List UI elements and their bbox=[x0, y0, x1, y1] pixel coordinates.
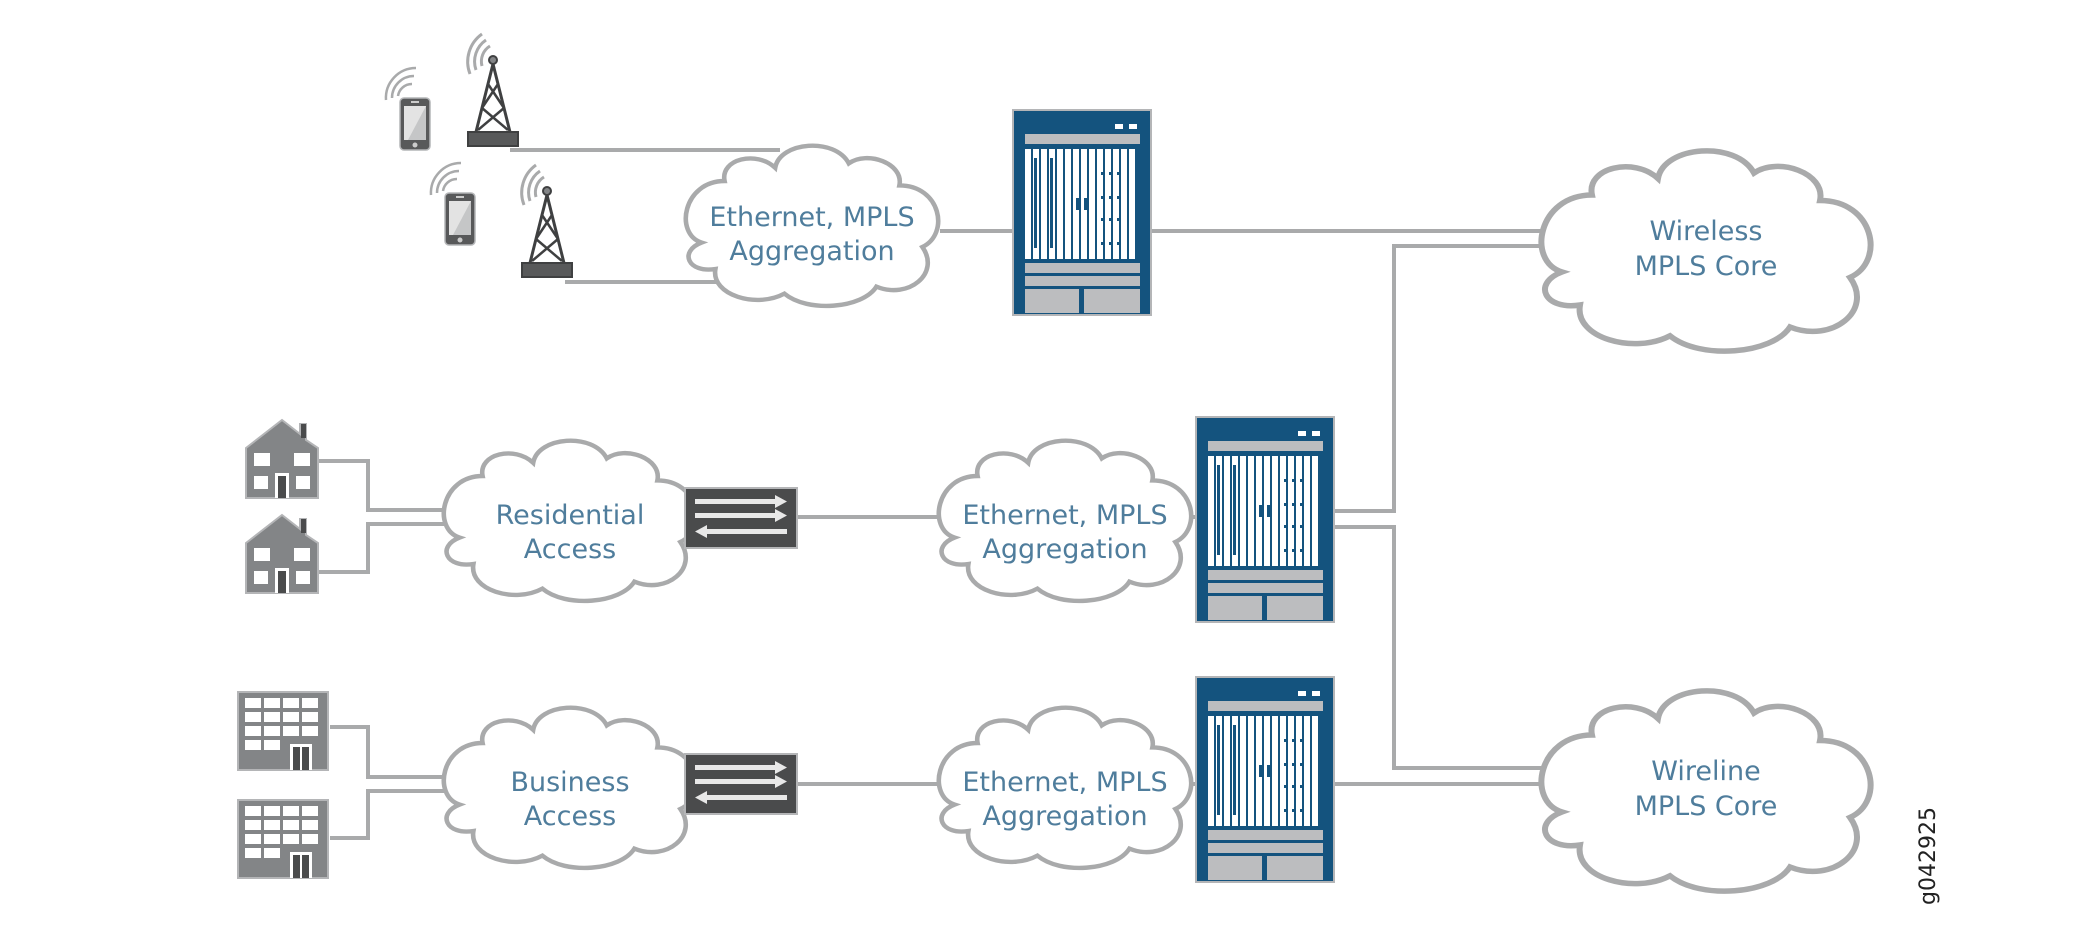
cloud-label-line1: Ethernet, MPLS bbox=[962, 500, 1167, 531]
cloud-label-line2: MPLS Core bbox=[1635, 251, 1778, 282]
cloud-label-line1: Wireless bbox=[1650, 216, 1763, 247]
cloud-label-line1: Wireline bbox=[1651, 756, 1760, 787]
cloud-label-line2: Access bbox=[524, 534, 616, 565]
edge-router-icon bbox=[1195, 676, 1335, 883]
access-switch-icon bbox=[684, 753, 798, 815]
edge-router-icon bbox=[1012, 109, 1152, 316]
cloud-label-line1: Ethernet, MPLS bbox=[709, 202, 914, 233]
link-house2-residential bbox=[318, 522, 450, 574]
cloud-label-line2: Aggregation bbox=[982, 801, 1147, 832]
link-office1-business bbox=[330, 725, 450, 779]
cloud-label-line2: Aggregation bbox=[982, 534, 1147, 565]
cloud-label-line2: Access bbox=[524, 801, 616, 832]
link-office2-business bbox=[330, 789, 450, 840]
link-router2-wireline-core bbox=[1334, 525, 1545, 770]
edge-router-icon bbox=[1195, 416, 1335, 623]
office-building-icon bbox=[237, 799, 329, 879]
figure-id: g042925 bbox=[1916, 807, 1941, 905]
link-router2-wireless-core bbox=[1334, 244, 1545, 513]
link-house1-residential bbox=[318, 459, 450, 512]
cloud-label-line2: MPLS Core bbox=[1635, 791, 1778, 822]
mobile-phone-icon bbox=[384, 66, 432, 152]
cloud-label-line1: Residential bbox=[496, 500, 645, 531]
cloud-label-line1: Ethernet, MPLS bbox=[962, 767, 1167, 798]
cloud-label-line2: Aggregation bbox=[729, 236, 894, 267]
house-icon bbox=[245, 514, 319, 594]
cell-tower-icon bbox=[520, 163, 574, 279]
house-icon bbox=[245, 419, 319, 499]
access-switch-icon bbox=[684, 487, 798, 549]
cloud-label-line1: Business bbox=[510, 767, 629, 798]
mobile-phone-icon bbox=[429, 161, 477, 247]
cell-tower-icon bbox=[466, 32, 520, 148]
office-building-icon bbox=[237, 691, 329, 771]
